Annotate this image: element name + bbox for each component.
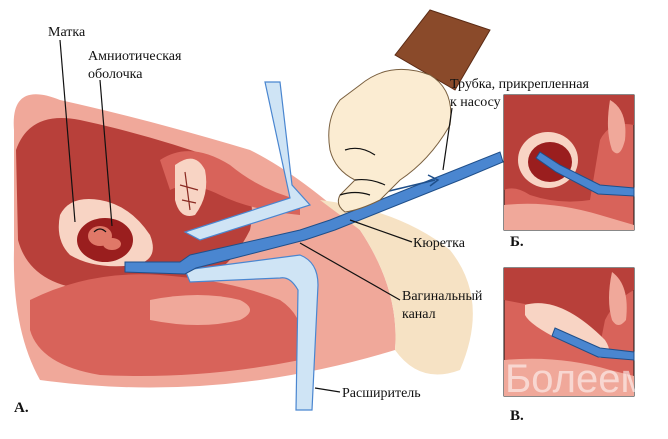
tube-leader: [442, 107, 453, 171]
curette-leader: [349, 219, 413, 243]
panel-v-illustration: [503, 267, 635, 397]
dilator-lower-blade: [184, 254, 319, 411]
label-amniotic-line1: Амниотическая: [88, 49, 182, 64]
tissue-fold: [150, 295, 250, 325]
uterus-leader: [59, 39, 76, 223]
label-tube-line2: к насосу: [450, 95, 501, 110]
panel-label-v: В.: [510, 408, 524, 424]
hand-glove-illustration: [328, 9, 491, 213]
label-amniotic-line2: оболочка: [88, 67, 143, 82]
panel-a-illustration: [13, 9, 504, 411]
curette-tube: [124, 151, 504, 275]
fetus-illustration: [88, 226, 121, 250]
label-tube-line1: Трубка, прикрепленная: [450, 77, 589, 92]
panel-b-illustration: [503, 94, 635, 231]
ovary-fold: [175, 158, 207, 216]
ovary-texture: [179, 171, 199, 211]
vaginal-leader: [299, 242, 401, 301]
suction-arrow-icon: [384, 174, 440, 193]
label-curette: Кюретка: [413, 236, 466, 251]
amniotic-leader: [99, 79, 113, 227]
label-dilator: Расширитель: [342, 386, 421, 401]
label-vaginal-line1: Вагинальный: [402, 289, 483, 304]
label-uterus: Матка: [48, 25, 86, 40]
dilator-leader: [314, 387, 341, 393]
label-vaginal-line2: канал: [402, 307, 436, 322]
panel-label-a: А.: [14, 400, 29, 416]
watermark-text: Болеем: [505, 357, 648, 401]
skin-region: [320, 200, 473, 375]
panel-label-b: Б.: [510, 234, 524, 250]
dilator-upper-blade: [183, 81, 312, 241]
